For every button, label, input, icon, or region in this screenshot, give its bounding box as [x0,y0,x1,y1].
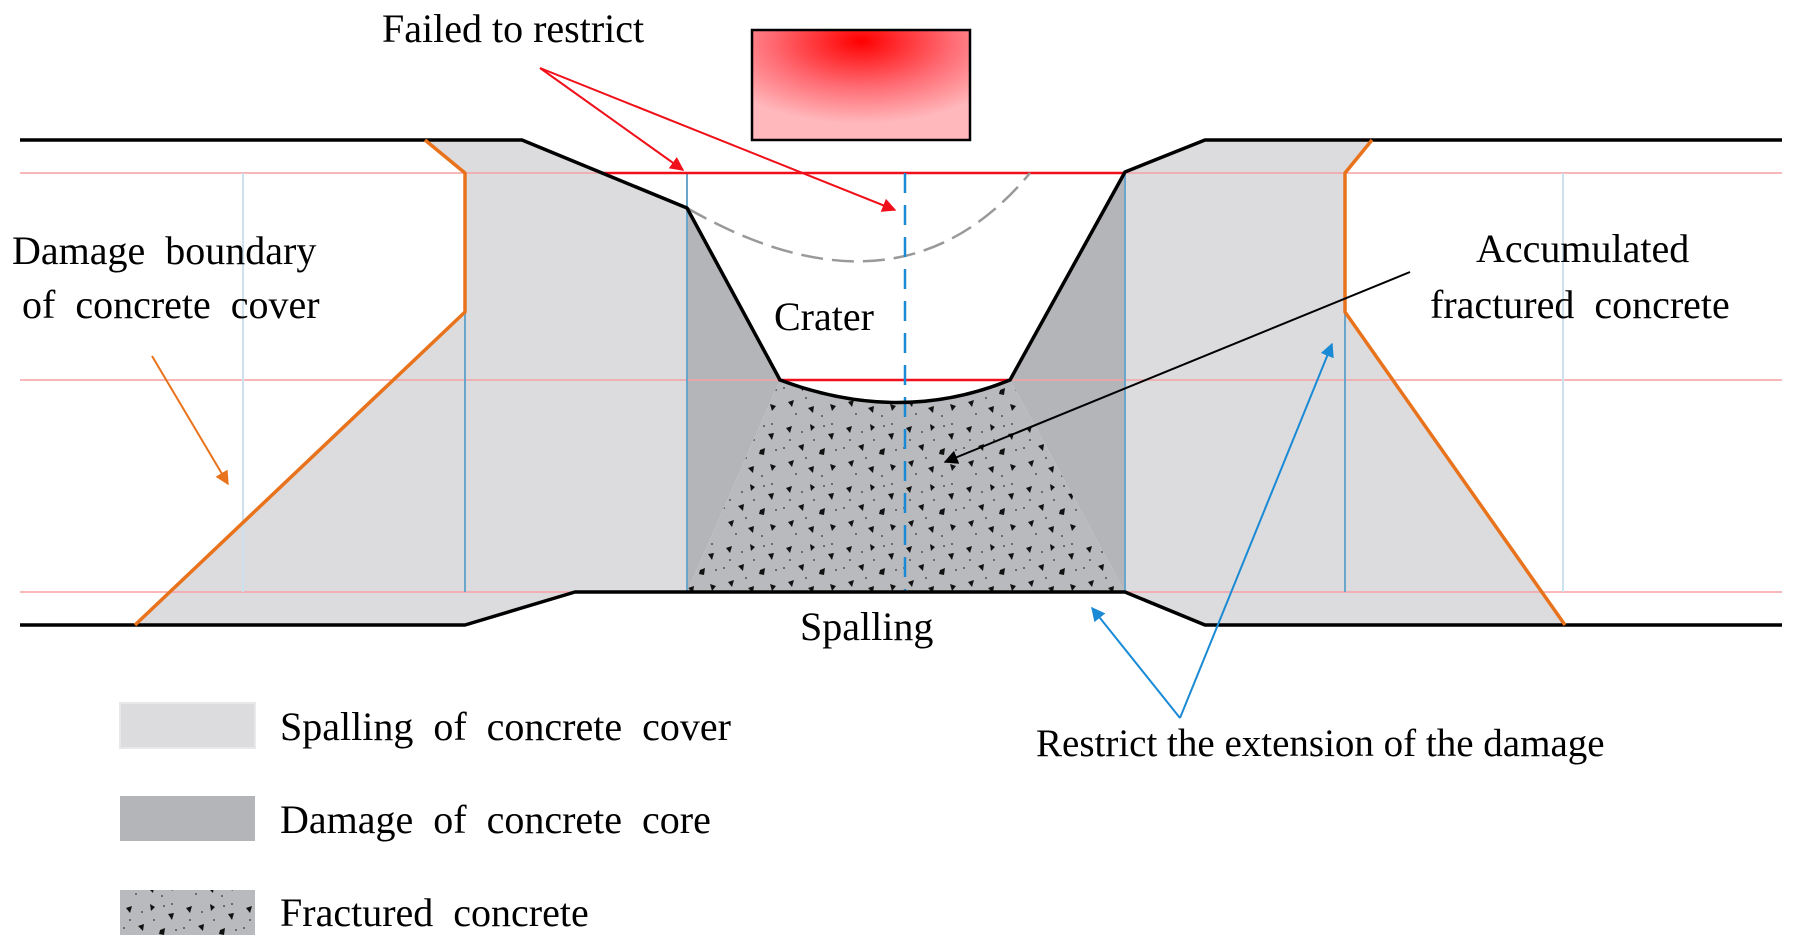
explosive-charge [750,28,972,142]
label-accumulated-1: Accumulated [1476,226,1689,271]
failed-arrow-right [539,67,897,212]
core-damage-left [687,208,780,592]
member-outline [20,138,1782,627]
legend-swatch-core-damage [120,796,255,841]
damage-boundary-left [133,138,467,627]
legend-label-cover-spalling: Spalling of concrete cover [280,704,731,749]
legend-swatch-fractured [120,890,255,935]
failure-arc [686,172,1031,263]
top-surface-left [20,138,1782,405]
legend-item-fractured: Fractured concrete [120,890,589,935]
legend-label-core-damage: Damage of concrete core [280,797,711,842]
accumulated-arrow [943,271,1411,464]
legend-label-fractured: Fractured concrete [280,890,589,935]
legend-item-core-damage: Damage of concrete core [120,796,711,842]
core-damage-regions [687,172,1125,592]
failed-arrow-left [539,67,685,171]
damage-boundary-lines [133,138,1567,627]
legend: Spalling of concrete cover Damage of con… [119,702,731,935]
label-damage-boundary-2: of concrete cover [22,282,320,327]
boundary-arrow [151,355,229,486]
label-spalling: Spalling [800,604,933,649]
legend-item-cover-spalling: Spalling of concrete cover [119,702,731,749]
restriction-lines-red [603,171,1125,382]
restrict-arrow-right [1179,342,1334,719]
label-accumulated-2: fractured concrete [1430,282,1730,327]
annotation-arrows [151,67,1411,719]
damage-boundary-right [1343,138,1567,627]
label-damage-boundary-1: Damage boundary [12,228,316,273]
legend-swatch-cover-spalling [119,702,256,749]
cover-spalling-left [135,140,687,625]
label-crater: Crater [774,294,874,339]
core-damage-right [1010,172,1125,592]
bottom-surface [20,590,1782,627]
label-failed-to-restrict: Failed to restrict [382,6,644,51]
label-restrict-extension: Restrict the extension of the damage [1036,722,1605,765]
diagram-labels: Failed to restrict Damage boundary of co… [12,6,1730,765]
restrict-arrow-left [1091,606,1181,719]
